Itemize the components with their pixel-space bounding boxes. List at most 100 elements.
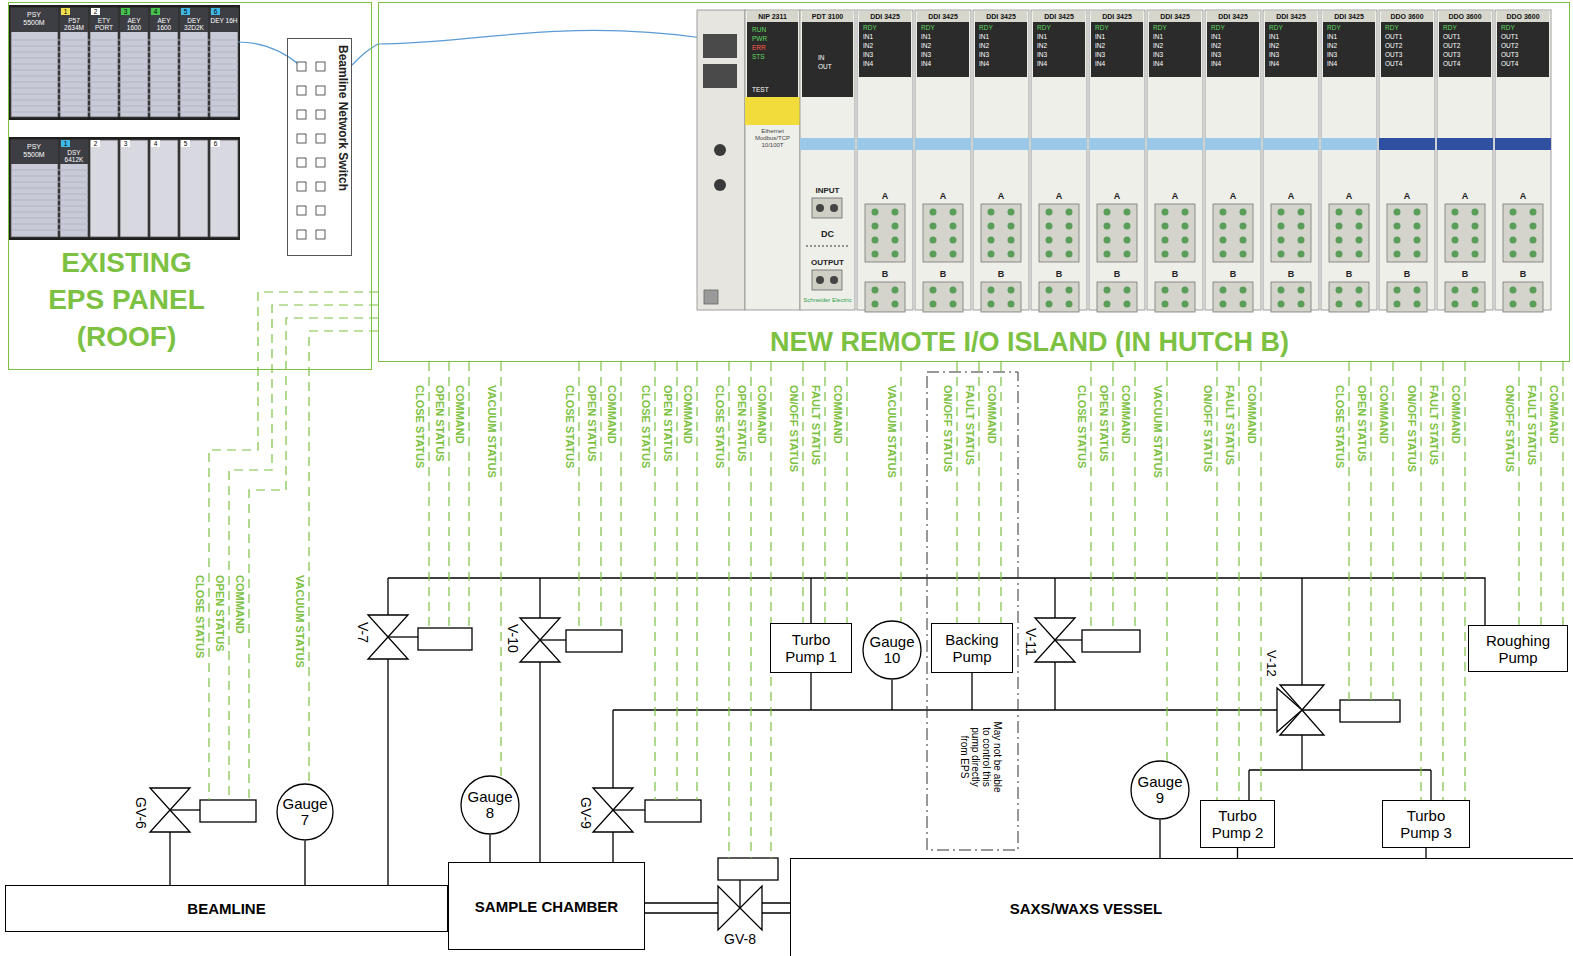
network-cable (238, 42, 301, 66)
module-texture (12, 200, 88, 201)
signal-name: COMMAND (605, 385, 618, 444)
terminal-block (923, 204, 963, 262)
module-name: DDI 3425 (1323, 11, 1375, 22)
signal-wire (750, 362, 751, 858)
io-module (1089, 10, 1145, 310)
terminal-screw (1046, 251, 1053, 258)
vacuum-pipe (891, 680, 892, 710)
terminal-screw (1220, 209, 1227, 216)
button-label: TEST (752, 86, 769, 94)
terminal-screw (1278, 209, 1285, 216)
channel-label: OUT3 (1443, 51, 1460, 59)
network-cable (238, 30, 703, 66)
channel-label: IN2 (1327, 42, 1337, 50)
module-header (210, 8, 238, 32)
empty-slot (150, 140, 178, 237)
terminal-block (812, 198, 842, 218)
valve-actuator (418, 628, 472, 650)
channel-label: IN2 (921, 42, 931, 50)
valve-actuator (739, 880, 740, 908)
switch-port (297, 134, 306, 143)
color-band (857, 138, 913, 150)
terminal-block (865, 282, 905, 312)
signal-wire (209, 292, 1563, 858)
terminal-screw (1414, 209, 1421, 216)
mount-screw (714, 144, 726, 156)
io-module (1379, 10, 1435, 310)
terminal-row-label: A (1033, 190, 1085, 202)
led-panel (1091, 22, 1143, 77)
module-header (1149, 11, 1201, 22)
signal-wire (1420, 362, 1421, 800)
module-texture (12, 58, 238, 59)
terminal-screw (1182, 251, 1189, 258)
connector (704, 290, 718, 304)
panel-outline: EXISTING EPS PANEL (ROOF)Beamline Networ… (8, 2, 372, 370)
terminal-screw (1046, 287, 1053, 294)
terminal-block (1155, 204, 1195, 262)
valve-actuator (200, 800, 256, 822)
valve-actuator (718, 858, 778, 880)
signal-wire (802, 362, 803, 623)
signal-name: CLOSE STATUS (713, 385, 726, 468)
module-header (120, 8, 148, 32)
signal-name: VACUUM STATUS (293, 575, 306, 668)
valve-actuator (388, 636, 418, 637)
io-module (915, 10, 971, 310)
terminal-block (1503, 282, 1543, 312)
terminal-screw (1472, 223, 1479, 230)
vacuum-pipe (169, 832, 170, 885)
valve-actuator (1302, 709, 1340, 710)
signal-name: COMMAND (1449, 385, 1462, 444)
terminal-row-label: B (1323, 268, 1375, 280)
color-band (915, 138, 971, 150)
module-header (60, 140, 88, 164)
signal-wire (1090, 362, 1091, 630)
node-label: Backing Pump (937, 631, 1007, 665)
terminal-screw (950, 287, 957, 294)
pump-box: Turbo Pump 3 (1382, 800, 1470, 848)
terminal-screw (1336, 251, 1343, 258)
module-texture (12, 52, 238, 53)
terminal-screw (950, 301, 957, 308)
node-label: Roughing Pump (1476, 632, 1560, 666)
io-module (857, 10, 913, 310)
terminal-screw (892, 251, 899, 258)
slot-tab (121, 8, 130, 15)
module-texture (12, 230, 88, 231)
terminal-row-label: B (1207, 268, 1259, 280)
slot-tab (181, 140, 190, 147)
valve-actuator (170, 809, 200, 810)
color-band (1089, 138, 1145, 150)
terminal-screw (1510, 237, 1517, 244)
node-label: Gauge 9 (1136, 774, 1184, 806)
terminal-screw (988, 301, 995, 308)
terminal-block (981, 204, 1021, 262)
channel-label: OUT2 (1501, 42, 1518, 50)
channel-label: IN4 (863, 60, 873, 68)
io-module (1031, 10, 1087, 310)
module-texture (12, 194, 88, 195)
led-panel (802, 22, 853, 97)
switch-port (316, 182, 325, 191)
terminal-screw (1240, 301, 1247, 308)
terminal-screw (1008, 223, 1015, 230)
terminal-screw (1336, 223, 1343, 230)
signal-wire (620, 362, 621, 630)
signal-wire (428, 362, 429, 628)
node-label: Turbo Pump 3 (1395, 807, 1457, 841)
channel-label: IN1 (1095, 33, 1105, 41)
node-label: Gauge 7 (281, 796, 329, 828)
module-texture (12, 82, 238, 83)
status-led-label: ERR (752, 44, 766, 52)
switch-port (316, 110, 325, 119)
switch-port (297, 230, 306, 239)
note-text: May not be able to control this pump dir… (959, 718, 1003, 796)
color-band (800, 138, 855, 150)
node-label: Turbo Pump 2 (1207, 807, 1269, 841)
switch-port (297, 62, 306, 71)
valve-symbol (150, 810, 190, 832)
channel-label: OUT4 (1385, 60, 1402, 68)
valve-tag: V-7 (355, 622, 370, 643)
channel-label: IN4 (921, 60, 931, 68)
